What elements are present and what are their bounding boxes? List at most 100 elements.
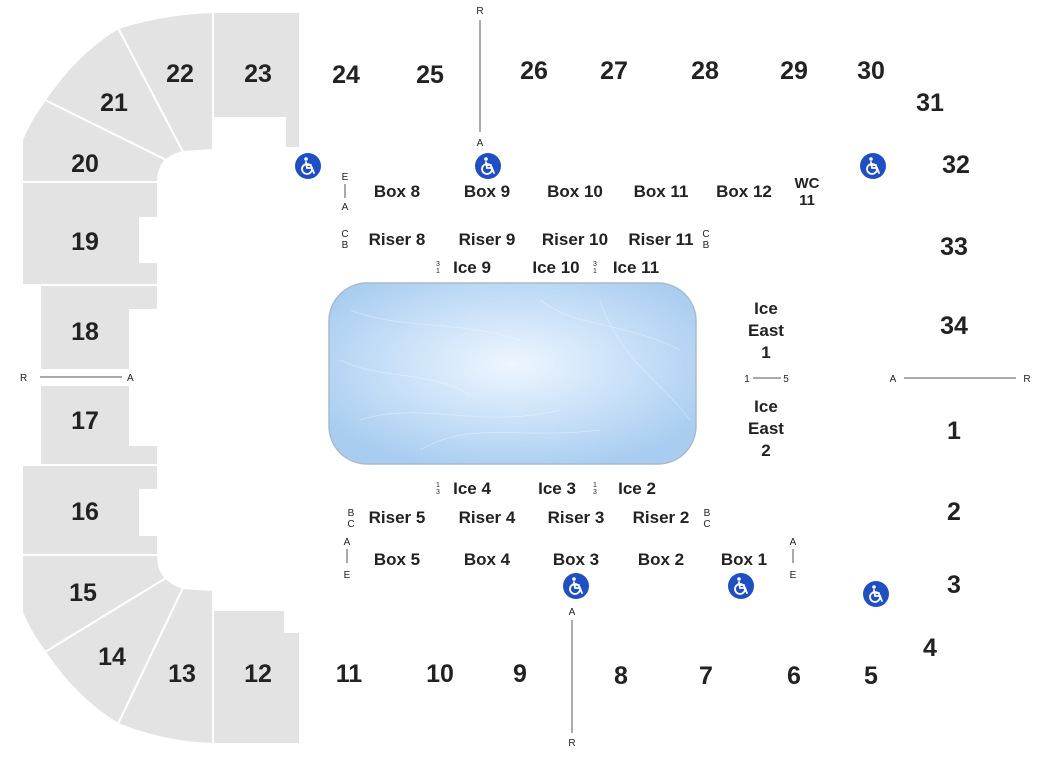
riser-8[interactable]: Riser 8 — [369, 230, 426, 249]
box-4[interactable]: Box 4 — [464, 550, 511, 569]
ice-4[interactable]: Ice 4 — [453, 479, 491, 498]
section-21[interactable]: 21 — [100, 89, 128, 117]
wheelchair-accessible-icon[interactable] — [863, 581, 889, 607]
section-1[interactable]: 1 — [947, 417, 961, 445]
section-block-21[interactable] — [43, 26, 185, 162]
section-29[interactable]: 29 — [780, 57, 808, 85]
row-label-a-top: A — [477, 138, 484, 149]
wheelchair-accessible-icon[interactable] — [475, 153, 501, 179]
row-label-b-riser2: B — [704, 508, 711, 519]
section-14[interactable]: 14 — [98, 643, 126, 671]
section-9[interactable]: 9 — [513, 660, 527, 688]
row-label-c-riser5: C — [347, 519, 354, 530]
box-3[interactable]: Box 3 — [553, 550, 599, 569]
section-16[interactable]: 16 — [71, 498, 99, 526]
section-22[interactable]: 22 — [166, 60, 194, 88]
wc-11-line1[interactable]: WC — [795, 175, 820, 192]
riser-9[interactable]: Riser 9 — [459, 230, 516, 249]
section-7[interactable]: 7 — [699, 662, 713, 690]
row-label-c-riser8: C — [341, 229, 348, 240]
ice-11[interactable]: Ice 11 — [613, 258, 659, 277]
riser-5[interactable]: Riser 5 — [369, 508, 426, 527]
row-label-c-riser2: C — [703, 519, 710, 530]
section-30[interactable]: 30 — [857, 57, 885, 85]
section-28[interactable]: 28 — [691, 57, 719, 85]
riser-11[interactable]: Riser 11 — [628, 230, 693, 249]
section-8[interactable]: 8 — [614, 662, 628, 690]
section-19[interactable]: 19 — [71, 228, 99, 256]
wheelchair-accessible-icon[interactable] — [860, 153, 886, 179]
row-label-r-top: R — [476, 6, 483, 17]
row-label-a-bottom: A — [569, 607, 576, 618]
section-34[interactable]: 34 — [940, 312, 968, 340]
section-20[interactable]: 20 — [71, 150, 99, 178]
section-3[interactable]: 3 — [947, 571, 961, 599]
section-block-18[interactable] — [39, 284, 159, 371]
ice-east-1[interactable]: Ice East 1 — [748, 299, 784, 362]
section-4[interactable]: 4 — [923, 634, 937, 662]
box-10[interactable]: Box 10 — [547, 182, 603, 201]
row-label-a-box5: A — [344, 537, 351, 548]
section-labels: 23 22 21 20 19 18 17 16 15 14 13 12 24 2… — [69, 57, 970, 690]
row-label-3-ice4: 3 — [436, 489, 440, 496]
riser-10[interactable]: Riser 10 — [542, 230, 608, 249]
section-31[interactable]: 31 — [916, 89, 944, 117]
wheelchair-accessible-icon[interactable] — [563, 573, 589, 599]
row-label-5: 5 — [783, 374, 789, 385]
section-block-20[interactable] — [21, 98, 168, 183]
row-label-b-riser5: B — [348, 508, 355, 519]
box-5[interactable]: Box 5 — [374, 550, 420, 569]
section-25[interactable]: 25 — [416, 61, 444, 89]
box-8[interactable]: Box 8 — [374, 182, 420, 201]
section-block-17[interactable] — [39, 384, 159, 466]
row-label-e-box5: E — [344, 570, 351, 581]
wc-11-line2[interactable]: 11 — [799, 192, 815, 209]
section-32[interactable]: 32 — [942, 151, 970, 179]
section-26[interactable]: 26 — [520, 57, 548, 85]
box-12[interactable]: Box 12 — [716, 182, 772, 201]
section-23[interactable]: 23 — [244, 60, 272, 88]
ice-labels: Ice 9 Ice 10 Ice 11 Ice 4 Ice 3 Ice 2 Ic… — [453, 258, 784, 498]
riser-3[interactable]: Riser 3 — [548, 508, 605, 527]
section-24[interactable]: 24 — [332, 61, 360, 89]
section-block-22[interactable] — [116, 10, 214, 154]
wheelchair-accessible-icon[interactable] — [295, 153, 321, 179]
section-33[interactable]: 33 — [940, 233, 968, 261]
row-label-a: A — [127, 373, 134, 384]
row-label-1-ice4: 1 — [436, 482, 440, 489]
section-block-12[interactable] — [212, 609, 301, 745]
section-5[interactable]: 5 — [864, 662, 878, 690]
box-11[interactable]: Box 11 — [634, 182, 689, 201]
row-markers: R A A R A R 1 5 E A C B C B B C B C A E — [341, 6, 1030, 749]
box-2[interactable]: Box 2 — [638, 550, 684, 569]
ice-9[interactable]: Ice 9 — [453, 258, 491, 277]
section-2[interactable]: 2 — [947, 498, 961, 526]
row-label-1-ice9: 1 — [436, 268, 440, 275]
ice-3[interactable]: Ice 3 — [538, 479, 576, 498]
riser-4[interactable]: Riser 4 — [459, 508, 516, 527]
ice-10[interactable]: Ice 10 — [532, 258, 579, 277]
section-18[interactable]: 18 — [71, 318, 99, 346]
box-9[interactable]: Box 9 — [464, 182, 510, 201]
wheelchair-accessible-icon[interactable] — [728, 573, 754, 599]
section-11[interactable]: 11 — [336, 660, 363, 688]
ice-east-1-line2: East — [748, 321, 784, 340]
riser-2[interactable]: Riser 2 — [633, 508, 690, 527]
section-15[interactable]: 15 — [69, 579, 97, 607]
section-10[interactable]: 10 — [426, 660, 454, 688]
row-label-3-ice2: 3 — [593, 489, 597, 496]
row-label-b-riser8: B — [342, 240, 349, 251]
row-label-3-ice9: 3 — [436, 261, 440, 268]
section-17[interactable]: 17 — [71, 407, 99, 435]
box-1[interactable]: Box 1 — [721, 550, 767, 569]
left-seating-blocks — [21, 10, 301, 746]
row-label-e-box8: E — [342, 172, 349, 183]
section-13[interactable]: 13 — [168, 660, 196, 688]
row-label-r: R — [20, 373, 27, 384]
section-27[interactable]: 27 — [600, 57, 628, 85]
section-12[interactable]: 12 — [244, 660, 272, 688]
ice-east-2[interactable]: Ice East 2 — [748, 397, 784, 460]
section-6[interactable]: 6 — [787, 662, 801, 690]
ice-2[interactable]: Ice 2 — [618, 479, 656, 498]
